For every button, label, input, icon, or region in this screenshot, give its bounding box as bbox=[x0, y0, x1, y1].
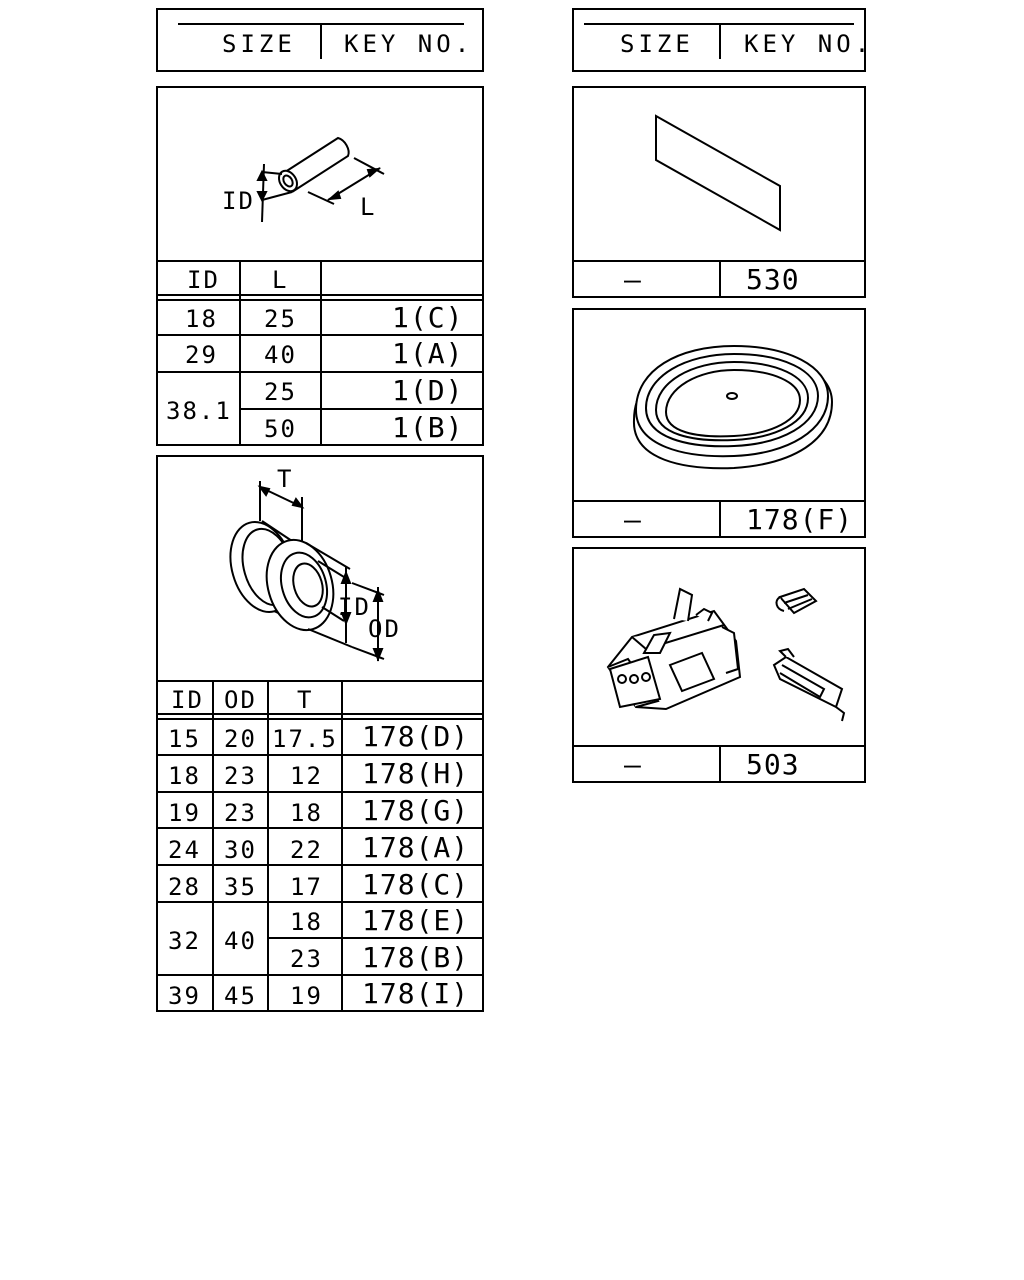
grommet-row-8-id: 39 bbox=[168, 982, 201, 1010]
hose-col-id: ID bbox=[187, 266, 220, 294]
hose-dim-l-label: L bbox=[360, 193, 377, 221]
connector-panel: — 503 bbox=[572, 547, 866, 783]
hose-row-4-l: 50 bbox=[264, 415, 297, 443]
oval-grommet-key: 178(F) bbox=[746, 503, 854, 536]
grommet-row-1-key: 178(D) bbox=[362, 720, 470, 753]
grommet-col-sep-1 bbox=[212, 680, 214, 1010]
hose-col-sep-1 bbox=[239, 260, 241, 444]
grommet-row-2-t: 12 bbox=[290, 762, 323, 790]
header-right-size: SIZE bbox=[620, 30, 694, 58]
oval-grommet-panel: — 178(F) bbox=[572, 308, 866, 538]
grommet-row-6-id: 32 bbox=[168, 927, 201, 955]
hose-col-sep-2 bbox=[320, 260, 322, 444]
hose-row-1-id: 18 bbox=[185, 305, 218, 333]
grommet-panel: T ID OD ID OD T 15 20 17.5 178(D) 18 23 … bbox=[156, 455, 484, 1012]
grommet-row-sep-4 bbox=[158, 864, 482, 866]
grommet-row-8-t: 19 bbox=[290, 982, 323, 1010]
oval-grommet-drawing bbox=[632, 344, 834, 470]
grommet-row-sep-5 bbox=[158, 901, 482, 903]
grommet-row-7-key: 178(B) bbox=[362, 941, 470, 974]
grommet-row-2-key: 178(H) bbox=[362, 757, 470, 790]
grommet-row-3-id: 19 bbox=[168, 799, 201, 827]
header-left-key: KEY NO. bbox=[344, 30, 474, 58]
grommet-row-2-od: 23 bbox=[224, 762, 257, 790]
hose-row-2-l: 40 bbox=[264, 341, 297, 369]
hose-row-3-key: 1(D) bbox=[392, 374, 464, 407]
grommet-row-5-od: 35 bbox=[224, 873, 257, 901]
oval-grommet-size: — bbox=[624, 503, 642, 536]
grommet-row-sep-1 bbox=[158, 754, 482, 756]
tape-col-sep bbox=[719, 260, 721, 296]
grommet-row-5-t: 17 bbox=[290, 873, 323, 901]
grommet-dim-od-label: OD bbox=[368, 615, 401, 643]
grommet-row-4-id: 24 bbox=[168, 836, 201, 864]
hose-row-3-id: 38.1 bbox=[166, 397, 232, 425]
header-right-key: KEY NO. bbox=[744, 30, 874, 58]
connector-col-sep bbox=[719, 745, 721, 781]
hose-row-2-id: 29 bbox=[185, 341, 218, 369]
grommet-row-sep-7 bbox=[158, 974, 482, 976]
grommet-row-3-od: 23 bbox=[224, 799, 257, 827]
grommet-drawing bbox=[229, 481, 385, 662]
grommet-row-4-key: 178(A) bbox=[362, 831, 470, 864]
header-left: SIZE KEY NO. bbox=[156, 8, 484, 72]
tape-drawing bbox=[655, 114, 781, 232]
grommet-row-7-t: 23 bbox=[290, 945, 323, 973]
grommet-dim-id-label: ID bbox=[338, 593, 371, 621]
tape-size: — bbox=[624, 263, 642, 296]
grommet-row-3-key: 178(G) bbox=[362, 794, 470, 827]
hose-col-l: L bbox=[272, 266, 289, 294]
header-right-divider bbox=[719, 23, 721, 59]
grommet-row-2-id: 18 bbox=[168, 762, 201, 790]
grommet-col-t: T bbox=[297, 686, 314, 714]
grommet-row-8-od: 45 bbox=[224, 982, 257, 1010]
hose-row-4-key: 1(B) bbox=[392, 411, 464, 444]
grommet-row-6-key: 178(E) bbox=[362, 904, 470, 937]
grommet-row-1-t: 17.5 bbox=[272, 725, 338, 753]
tape-key: 530 bbox=[746, 263, 800, 296]
grommet-row-8-key: 178(I) bbox=[362, 977, 470, 1010]
header-left-size: SIZE bbox=[222, 30, 296, 58]
grommet-row-1-od: 20 bbox=[224, 725, 257, 753]
grommet-row-1-id: 15 bbox=[168, 725, 201, 753]
connector-drawing bbox=[606, 587, 846, 722]
grommet-row-sep-2 bbox=[158, 791, 482, 793]
grommet-row-6-t: 18 bbox=[290, 908, 323, 936]
hose-panel: ID L ID L 18 25 1(C) 29 40 1(A) 38.1 25 … bbox=[156, 86, 484, 446]
grommet-col-od: OD bbox=[224, 686, 257, 714]
header-left-divider bbox=[320, 23, 322, 59]
grommet-col-id: ID bbox=[171, 686, 204, 714]
hose-row-1-l: 25 bbox=[264, 305, 297, 333]
grommet-row-5-id: 28 bbox=[168, 873, 201, 901]
grommet-row-3-t: 18 bbox=[290, 799, 323, 827]
grommet-col-sep-2 bbox=[267, 680, 269, 1010]
header-right: SIZE KEY NO. bbox=[572, 8, 869, 72]
grommet-col-sep-3 bbox=[341, 680, 343, 1010]
hose-drawing bbox=[256, 136, 385, 223]
grommet-row-6-od: 40 bbox=[224, 927, 257, 955]
oval-grommet-col-sep bbox=[719, 500, 721, 536]
tape-panel: — 530 bbox=[572, 86, 866, 298]
grommet-row-4-od: 30 bbox=[224, 836, 257, 864]
grommet-row-sep-6 bbox=[267, 937, 482, 939]
grommet-row-5-key: 178(C) bbox=[362, 868, 470, 901]
hose-dim-id-label: ID bbox=[222, 187, 255, 215]
grommet-row-sep-3 bbox=[158, 827, 482, 829]
connector-size: — bbox=[624, 748, 642, 781]
hose-row-2-key: 1(A) bbox=[392, 337, 464, 370]
grommet-row-4-t: 22 bbox=[290, 836, 323, 864]
grommet-table-header-bottom bbox=[158, 713, 482, 715]
hose-row-1-key: 1(C) bbox=[392, 301, 464, 334]
grommet-table-header-bottom2 bbox=[158, 718, 482, 720]
connector-key: 503 bbox=[746, 748, 800, 781]
hose-row-sep-3 bbox=[240, 408, 482, 410]
hose-row-3-l: 25 bbox=[264, 378, 297, 406]
grommet-dim-t-label: T bbox=[277, 465, 294, 493]
grommet-table-top bbox=[158, 680, 482, 682]
